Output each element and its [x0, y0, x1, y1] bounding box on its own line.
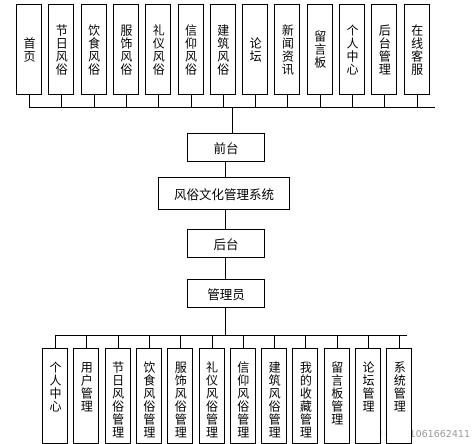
- backend-module-box: 建筑风俗管理: [261, 348, 288, 444]
- backend-module-connector: [305, 335, 307, 348]
- frontend-module-connector: [29, 95, 30, 107]
- backend-module-box: 节日风俗管理: [104, 348, 131, 444]
- frontend-module-label: 饮食风俗: [86, 23, 101, 76]
- frontend-module-box: 建筑风俗: [209, 4, 236, 95]
- backend-box: 后台: [187, 229, 265, 258]
- frontend-module-connector: [222, 95, 224, 107]
- backend-module-box: 我的收藏管理: [292, 348, 319, 444]
- admin-label: 管理员: [207, 287, 245, 302]
- backend-module-label: 服饰风俗管理: [173, 361, 188, 439]
- frontend-module-connector: [416, 95, 418, 107]
- frontend-module-box: 饮食风俗: [80, 4, 107, 95]
- frontend-box: 前台: [187, 133, 265, 162]
- frontend-module-box: 礼仪风俗: [145, 4, 172, 95]
- frontend-module-connector: [93, 95, 95, 107]
- backend-module-connector: [86, 335, 88, 348]
- backend-module-label: 用户管理: [79, 361, 94, 413]
- backend-module-box: 饮食风俗管理: [135, 348, 162, 444]
- backend-module-connector: [211, 335, 213, 348]
- frontend-module-box: 论坛: [242, 4, 269, 95]
- frontend-to-system-line: [225, 162, 226, 177]
- backend-module-label: 个人中心: [48, 361, 62, 413]
- frontend-module-connector: [190, 95, 192, 107]
- backend-module-box: 礼仪风俗管理: [198, 348, 225, 444]
- bottom-bus-line: [55, 335, 407, 336]
- system-title: 风俗文化管理系统: [173, 187, 274, 202]
- frontend-module-label: 个人中心: [345, 23, 359, 76]
- frontend-module-label: 后台管理: [377, 23, 392, 76]
- backend-module-label: 系统管理: [392, 361, 407, 413]
- frontend-module-connector: [287, 95, 289, 107]
- backend-module-box: 论坛管理: [355, 348, 381, 444]
- admin-to-bottom-line: [225, 308, 226, 335]
- backend-module-label: 礼仪风俗管理: [204, 361, 219, 439]
- frontend-module-box: 新闻资讯: [274, 4, 301, 95]
- system-box: 风俗文化管理系统: [158, 177, 290, 210]
- backend-label: 后台: [213, 237, 239, 252]
- backend-module-box: 个人中心: [42, 348, 68, 444]
- backend-module-connector: [242, 335, 244, 348]
- backend-module-connector: [274, 335, 276, 348]
- frontend-module-box: 后台管理: [371, 4, 398, 95]
- backend-module-label: 论坛管理: [361, 361, 375, 413]
- frontend-module-box: 服饰风俗: [112, 4, 139, 95]
- backend-module-connector: [399, 335, 401, 348]
- frontend-module-box: 留言板: [306, 4, 333, 95]
- frontend-module-label: 信仰风俗: [183, 23, 198, 76]
- system-to-backend-line: [225, 210, 226, 229]
- frontend-module-box: 信仰风俗: [177, 4, 204, 95]
- backend-module-box: 服饰风俗管理: [167, 348, 194, 444]
- backend-module-box: 系统管理: [386, 348, 413, 444]
- frontend-module-connector: [352, 95, 353, 107]
- backend-module-box: 用户管理: [73, 348, 100, 444]
- frontend-module-label: 首页: [22, 36, 36, 63]
- watermark: CSDN @QQ1061662411: [354, 429, 470, 440]
- frontend-label: 前台: [213, 141, 239, 156]
- backend-module-label: 饮食风俗管理: [141, 361, 156, 439]
- frontend-module-label: 论坛: [248, 36, 263, 63]
- frontend-module-label: 建筑风俗: [215, 23, 230, 76]
- frontend-module-box: 节日风俗: [48, 4, 75, 95]
- backend-module-connector: [180, 335, 182, 348]
- backend-module-box: 信仰风俗管理: [229, 348, 256, 444]
- frontend-module-label: 节日风俗: [54, 23, 69, 76]
- backend-module-connector: [117, 335, 119, 348]
- frontend-module-box: 首页: [16, 4, 42, 95]
- backend-module-box: 留言板管理: [323, 348, 350, 444]
- frontend-module-connector: [255, 95, 257, 107]
- frontend-module-connector: [61, 95, 63, 107]
- frontend-module-label: 服饰风俗: [118, 23, 133, 76]
- backend-module-label: 信仰风俗管理: [235, 361, 250, 439]
- backend-module-connector: [368, 335, 369, 348]
- frontend-module-connector: [158, 95, 160, 107]
- frontend-module-label: 在线客服: [409, 23, 424, 76]
- backend-module-label: 我的收藏管理: [298, 361, 313, 439]
- frontend-module-connector: [384, 95, 386, 107]
- frontend-module-label: 新闻资讯: [280, 23, 295, 76]
- backend-module-label: 留言板管理: [329, 361, 344, 426]
- frontend-module-box: 个人中心: [339, 4, 365, 95]
- top-to-frontend-line: [232, 107, 233, 133]
- backend-module-label: 建筑风俗管理: [267, 361, 282, 439]
- frontend-module-label: 留言板: [312, 30, 327, 69]
- frontend-module-label: 礼仪风俗: [151, 23, 166, 76]
- backend-module-connector: [148, 335, 150, 348]
- backend-module-label: 节日风俗管理: [110, 361, 125, 439]
- backend-module-connector: [55, 335, 56, 348]
- frontend-module-connector: [125, 95, 127, 107]
- frontend-module-box: 在线客服: [403, 4, 430, 95]
- backend-to-admin-line: [225, 258, 226, 279]
- admin-box: 管理员: [187, 279, 265, 308]
- frontend-module-connector: [319, 95, 321, 107]
- backend-module-connector: [336, 335, 338, 348]
